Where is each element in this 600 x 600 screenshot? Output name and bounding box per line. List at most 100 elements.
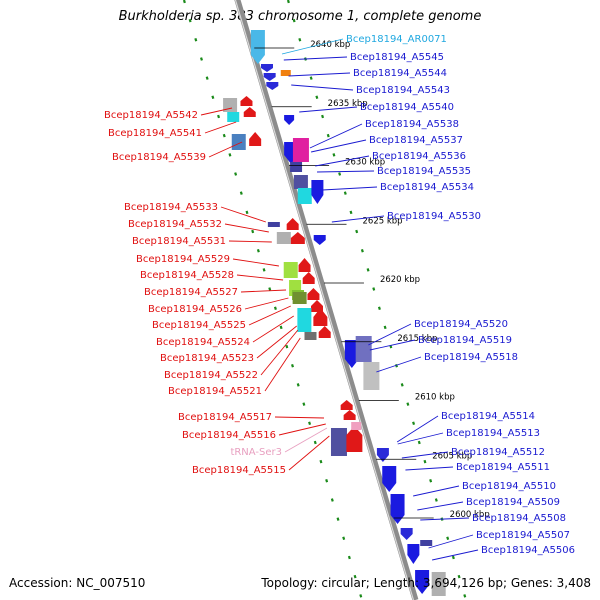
- right-label-leader: [299, 106, 358, 113]
- left-gene-label: Bcep18194_A5515: [192, 465, 286, 476]
- right-label-leader: [281, 38, 344, 55]
- right-gene-label: Bcep18194_A5518: [424, 352, 518, 363]
- gene-arrow-right: [400, 528, 413, 540]
- left-gene-label: Bcep18194_A5521: [168, 386, 262, 397]
- right-gene-label: Bcep18194_A5536: [372, 151, 466, 162]
- left-label-leader: [288, 435, 330, 471]
- right-label-leader: [315, 155, 370, 167]
- gene-features: [223, 30, 446, 596]
- left-label-leader: [278, 423, 326, 436]
- right-gene-label: Bcep18194_A5506: [481, 545, 575, 556]
- right-gene-label: Bcep18194_A5535: [377, 166, 471, 177]
- left-label-leader: [248, 305, 291, 326]
- left-label-leader: [252, 315, 294, 343]
- gene-arrow-right: [311, 180, 324, 204]
- right-gene-label: Bcep18194_AR0071: [346, 34, 447, 45]
- right-gene-label: Bcep18194_A5545: [350, 52, 444, 63]
- right-label-leader: [331, 215, 385, 223]
- chromosome-backbone-highlight: [234, 0, 415, 600]
- scale-label: 2610 kbp: [415, 393, 455, 403]
- left-label-leader: [256, 325, 297, 359]
- right-label-leader: [310, 139, 367, 153]
- right-gene-label: Bcep18194_A5543: [356, 85, 450, 96]
- right-gene-labels: Bcep18194_AR0071Bcep18194_A5545Bcep18194…: [281, 34, 575, 561]
- gene-arrow-left: [298, 258, 311, 272]
- right-label-leader: [413, 485, 460, 497]
- left-label-leader: [236, 274, 284, 281]
- right-label-leader: [317, 170, 375, 173]
- left-gene-label: Bcep18194_A5533: [124, 202, 218, 213]
- gene-arrow-left: [302, 272, 315, 284]
- right-label-leader: [432, 549, 479, 561]
- gene-arrow-left: [286, 218, 299, 230]
- left-gene-label: Bcep18194_A5522: [164, 370, 258, 381]
- scale-label: 2615 kbp: [397, 334, 437, 344]
- left-gene-label: Bcep18194_A5517: [178, 412, 272, 423]
- left-label-leader: [228, 240, 272, 243]
- left-label-leader: [244, 297, 289, 310]
- gene-arrow-left: [249, 132, 262, 146]
- left-label-leader: [284, 427, 328, 453]
- gene-arrow-left: [318, 326, 331, 338]
- gene-arrow-left: [346, 426, 363, 452]
- right-label-leader: [291, 84, 354, 91]
- right-gene-label: Bcep18194_A5512: [451, 447, 545, 458]
- dotted-guides: [182, 0, 468, 600]
- right-label-leader: [322, 186, 378, 191]
- gene-dark-grey: [304, 332, 317, 340]
- gene-navy-block: [330, 428, 347, 456]
- rrna-block: [250, 30, 265, 64]
- left-gene-label: Bcep18194_A5528: [140, 270, 234, 281]
- right-label-leader: [376, 356, 422, 373]
- gene-arrow-left: [290, 232, 305, 244]
- scale-label: 2635 kbp: [328, 99, 368, 109]
- right-gene-label: Bcep18194_A5544: [353, 68, 447, 79]
- gene-navy-block: [290, 162, 303, 172]
- gene-navy-thin: [420, 540, 433, 546]
- left-gene-label: Bcep18194_A5532: [128, 219, 222, 230]
- scale-label: 2625 kbp: [363, 216, 403, 226]
- left-label-leader: [240, 289, 287, 293]
- right-gene-label: Bcep18194_A5540: [360, 102, 454, 113]
- left-dotted-track: [182, 0, 364, 600]
- left-label-leader: [220, 206, 267, 223]
- gene-green-block: [283, 262, 298, 278]
- scale-label: 2640 kbp: [310, 40, 350, 50]
- gene-arrow-right: [382, 466, 397, 492]
- right-label-leader: [405, 466, 454, 471]
- left-gene-label: Bcep18194_A5523: [160, 353, 254, 364]
- left-label-leader: [232, 258, 279, 267]
- gene-arrow-right: [390, 494, 405, 524]
- right-gene-label: Bcep18194_A5530: [387, 211, 481, 222]
- right-gene-label: Bcep18194_A5538: [365, 119, 459, 130]
- right-gene-label: Bcep18194_A5510: [462, 481, 556, 492]
- right-gene-label: Bcep18194_A5509: [466, 497, 560, 508]
- right-gene-label: Bcep18194_A5511: [456, 462, 550, 473]
- gene-grey-block: [223, 98, 238, 112]
- left-label-leader: [204, 121, 237, 134]
- right-label-leader: [369, 339, 416, 351]
- gene-arrow: [263, 73, 276, 81]
- left-gene-label: Bcep18194_A5531: [132, 236, 226, 247]
- gene-steel-block: [231, 134, 246, 150]
- left-gene-label: tRNA-Ser3: [230, 447, 282, 458]
- gene-arrow-left: [343, 410, 356, 420]
- accession-label: Accession: NC_007510: [9, 576, 146, 590]
- gene-arrow: [260, 64, 273, 72]
- chromosome-backbone: [234, 0, 419, 600]
- right-gene-label: Bcep18194_A5513: [446, 428, 540, 439]
- right-dotted-track: [286, 0, 468, 600]
- right-label-leader: [396, 415, 439, 443]
- right-label-leader: [397, 432, 444, 445]
- gene-cyan-block: [297, 188, 312, 204]
- right-gene-label: Bcep18194_A5519: [418, 335, 512, 346]
- right-gene-label: Bcep18194_A5537: [369, 135, 463, 146]
- right-label-leader: [428, 534, 474, 549]
- gene-magenta-block: [292, 138, 309, 162]
- map-title: Burkholderia sp. 383 chromosome 1, compl…: [118, 9, 482, 24]
- left-label-leader: [264, 337, 301, 392]
- gene-grey-block: [431, 572, 446, 596]
- trna-mark: [351, 422, 362, 430]
- gene-grey-block: [276, 232, 291, 244]
